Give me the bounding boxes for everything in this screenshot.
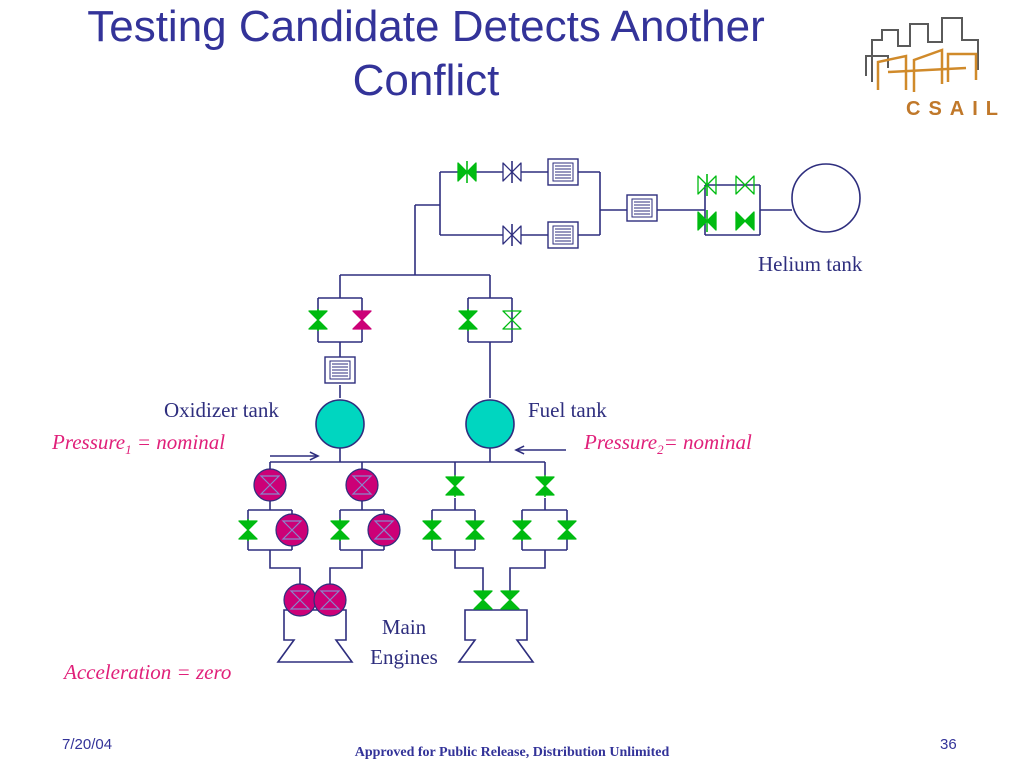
valve-green-closed-icon <box>697 210 717 232</box>
valve-magenta-faulty-icon <box>275 513 309 547</box>
valve-magenta-faulty-icon <box>352 310 372 330</box>
valve-green-closed-icon <box>557 520 577 540</box>
pressure-2-subscript: 2 <box>657 442 664 458</box>
valve-green-open-icon <box>697 174 717 196</box>
valve-green-closed-icon <box>458 309 478 331</box>
pressure-1-text: Pressure <box>52 430 126 454</box>
slide-title-line-1: Testing Candidate Detects Another <box>87 2 765 51</box>
valve-green-closed-icon <box>535 475 555 497</box>
valve-green-closed-icon <box>422 519 442 541</box>
regulator-upper-icon <box>547 158 579 186</box>
pressure-1-annotation: Pressure1 = nominal <box>52 430 225 458</box>
valve-green-closed-icon <box>457 161 477 183</box>
oxidizer-tank-icon <box>315 399 365 449</box>
valve-green-closed-icon <box>500 590 520 610</box>
valve-open-icon <box>502 224 522 246</box>
valve-green-closed-icon <box>238 519 258 541</box>
regulator-lower-icon <box>547 221 579 249</box>
pressure-2-value: = nominal <box>663 430 752 454</box>
pressure-1-subscript: 1 <box>125 442 132 458</box>
valve-green-open-icon <box>502 310 522 330</box>
slide-date: 7/20/04 <box>62 736 113 753</box>
slide-footer-note: Approved for Public Release, Distributio… <box>354 745 670 760</box>
valve-green-open-icon <box>735 175 755 195</box>
pressure-1-value: = nominal <box>131 430 226 454</box>
fuel-tank-icon <box>465 399 515 449</box>
valve-open-icon <box>502 161 522 183</box>
helium-tank-icon <box>791 163 861 233</box>
acceleration-annotation: Acceleration = zero <box>64 660 232 684</box>
pressure-2-annotation: Pressure2= nominal <box>584 430 752 458</box>
valve-magenta-faulty-icon <box>367 513 401 547</box>
csail-logo-icon <box>865 17 979 92</box>
valve-green-closed-icon <box>735 211 755 231</box>
helium-tank-label: Helium tank <box>758 252 863 276</box>
main-engines-line-2: Engines <box>370 645 438 669</box>
regulator-helium-icon <box>626 194 658 222</box>
valve-green-closed-icon <box>308 309 328 331</box>
slide-title-line-2: Conflict <box>352 56 500 105</box>
slide-page-number: 36 <box>940 736 957 753</box>
regulator-oxidizer-icon <box>324 356 356 384</box>
csail-logo-text: CSAIL <box>906 98 1006 120</box>
main-engines-line-1: Main <box>381 615 427 639</box>
valve-green-closed-icon <box>473 590 493 610</box>
valve-magenta-faulty-icon <box>313 583 347 617</box>
slide-title: Testing Candidate Detects Another Confli… <box>0 0 852 108</box>
fuel-tank-label: Fuel tank <box>528 398 607 422</box>
oxidizer-tank-label: Oxidizer tank <box>164 398 279 422</box>
main-engines-label: Main Engines <box>354 612 454 672</box>
valve-green-closed-icon <box>512 519 532 541</box>
valve-magenta-faulty-icon <box>253 468 287 502</box>
valve-magenta-faulty-icon <box>283 583 317 617</box>
valve-magenta-faulty-icon <box>345 468 379 502</box>
pressure-2-text: Pressure <box>584 430 658 454</box>
valve-green-closed-icon <box>330 519 350 541</box>
valve-green-closed-icon <box>465 520 485 540</box>
valve-green-closed-icon <box>445 475 465 497</box>
